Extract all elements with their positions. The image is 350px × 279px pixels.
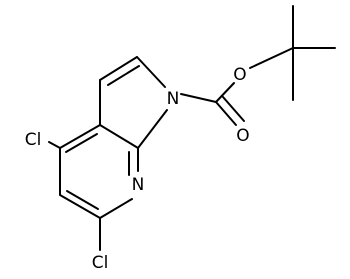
bond-c3-c2-inner [107, 65, 140, 86]
atom-label-n1: N [167, 89, 180, 109]
bond-c5-c6 [59, 194, 101, 219]
atom-label-carbonyl-oxygen: O [236, 126, 249, 146]
bond-c7a-c3a [99, 124, 139, 149]
bond-c3a-c4-inner [65, 133, 98, 153]
bond-c2-n1 [136, 56, 166, 88]
bond-c6-n7 [99, 198, 133, 219]
bond-n1-c7a [137, 109, 168, 149]
bond-carbonyl-c-o [215, 101, 237, 126]
bond-carbonyl-c-ester-o [215, 82, 235, 103]
bond-n1-carbonyl-c [180, 93, 217, 103]
bond-ester-o-quaternary-c [249, 47, 294, 69]
bond-c3a-c4 [59, 124, 101, 149]
bond-c3-c2 [99, 56, 138, 81]
atom-label-ester-oxygen: O [233, 65, 246, 85]
bond-c4-cl [48, 141, 61, 149]
atom-label-cl6: Cl [92, 253, 109, 273]
bond-carbonyl-c-o-inner [222, 96, 245, 122]
atom-label-cl4: Cl [25, 130, 42, 150]
atom-label-n7: N [132, 175, 145, 195]
bond-c5-c6-inner [66, 190, 99, 210]
